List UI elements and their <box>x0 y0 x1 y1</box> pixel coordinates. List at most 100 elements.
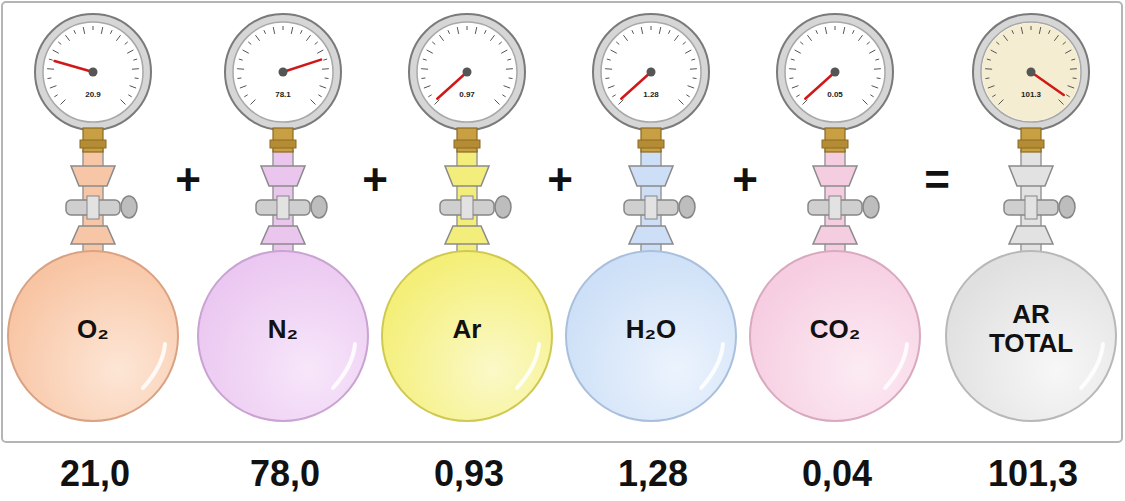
gauge-tick <box>264 30 266 34</box>
gauge-tick <box>47 77 51 79</box>
gauge-tick <box>789 68 796 69</box>
gauge-ticks <box>47 26 1077 105</box>
gauge-tick <box>506 68 513 69</box>
gauge-pivot <box>831 68 840 77</box>
gauge-reading: 20.9 <box>85 90 101 99</box>
gauge-tick <box>237 68 244 69</box>
gas-flask: CO₂ <box>747 248 923 424</box>
gauge-tick <box>674 35 678 41</box>
gauge-tick <box>65 35 69 41</box>
gauge-tick <box>240 86 247 88</box>
gauge-tick <box>607 59 611 60</box>
gauge-tick <box>992 95 995 97</box>
gauge-tick <box>605 68 612 69</box>
gauge-tick <box>1071 59 1075 60</box>
gauge-tick <box>688 86 695 88</box>
gauge-tick <box>985 77 989 79</box>
gauge-tick <box>1031 26 1032 30</box>
gauge-tick <box>110 30 112 34</box>
gauge-tick <box>439 35 443 41</box>
gauge-tick <box>651 26 652 30</box>
gauge-tick <box>872 86 879 88</box>
gauge-tick <box>807 35 811 41</box>
gauge-tick <box>1066 95 1069 97</box>
partial-pressure-value: 0,93 <box>434 453 504 495</box>
gas-name: CO₂ <box>810 315 861 344</box>
gauge-tick <box>311 100 316 105</box>
gauge-tick <box>499 42 502 45</box>
operator-sign: + <box>175 155 201 205</box>
gauge-tick <box>796 95 799 97</box>
gauge-tick <box>616 42 619 45</box>
gauge-tick <box>863 100 868 105</box>
gauge-tick <box>318 95 321 97</box>
gauge-tick <box>101 27 102 34</box>
gauge-tick <box>116 35 120 41</box>
gauge-and-valve <box>225 14 341 258</box>
gauge-tick <box>291 27 292 34</box>
gauge-tick <box>428 95 431 97</box>
gauge-tick <box>623 35 627 41</box>
gauge-tick <box>325 77 329 79</box>
operator-sign: = <box>924 155 950 205</box>
gauge-tick <box>996 42 999 45</box>
gas-name: AR TOTAL <box>971 300 1091 357</box>
gauge-tick <box>683 42 686 45</box>
gauge-tick <box>323 59 327 60</box>
operator-sign: + <box>547 155 573 205</box>
partial-pressure-value: 78,0 <box>250 453 320 495</box>
gauge-reading: 78.1 <box>275 90 291 99</box>
gauge-tick <box>611 50 617 53</box>
gauge-tick <box>792 86 799 88</box>
gauge-tick <box>618 100 623 105</box>
gauge-tick <box>457 27 458 34</box>
gauge-tick <box>322 68 329 69</box>
gauge-tick <box>835 26 836 30</box>
gauge-tick <box>306 35 310 41</box>
gas-name: N₂ <box>268 315 298 344</box>
gauge-tick <box>490 35 494 41</box>
gauge-tick <box>239 59 243 60</box>
gauge-tick <box>49 59 53 60</box>
gauge-tick <box>50 86 57 88</box>
frame <box>2 2 1122 442</box>
gauge-and-valve <box>777 14 893 258</box>
gauge-tick <box>133 59 137 60</box>
operator-sign: + <box>362 155 388 205</box>
gauge-tick <box>686 95 689 97</box>
gauge-tick <box>83 27 84 34</box>
gauge-pivot <box>1027 68 1036 77</box>
gas-flask: N₂ <box>195 248 371 424</box>
gauge-tick <box>690 68 697 69</box>
gauge-tick <box>1065 50 1071 53</box>
gas-flask: Ar <box>379 248 555 424</box>
gauge-tick <box>998 100 1003 105</box>
gauge-pivot <box>647 68 656 77</box>
gauge-tick <box>1039 27 1040 34</box>
gauge-and-valve <box>35 14 151 258</box>
gauge-tick <box>870 95 873 97</box>
gauge-tick <box>501 50 507 53</box>
gauge-tick <box>248 42 251 45</box>
gauge-tick <box>800 42 803 45</box>
gauge-tick <box>693 77 697 79</box>
gauge-tick <box>315 42 318 45</box>
gauge-tick <box>509 77 513 79</box>
gauge-pivot <box>463 68 472 77</box>
gauge-tick <box>243 50 249 53</box>
gauge-tick <box>93 26 94 30</box>
gas-flask: AR TOTAL <box>943 248 1119 424</box>
gauge-tick <box>659 27 660 34</box>
gas-flask: O₂ <box>5 248 181 424</box>
gauge-tick <box>53 50 59 53</box>
gauge-tick <box>132 68 139 69</box>
gauge-tick <box>679 100 684 105</box>
gauge-tick <box>423 59 427 60</box>
gauge-tick <box>641 27 642 34</box>
gauge-tick <box>47 68 54 69</box>
gauge-tick <box>843 27 844 34</box>
gauge-tick <box>802 100 807 105</box>
gauge-tick <box>244 95 247 97</box>
gauge-tick <box>135 77 139 79</box>
